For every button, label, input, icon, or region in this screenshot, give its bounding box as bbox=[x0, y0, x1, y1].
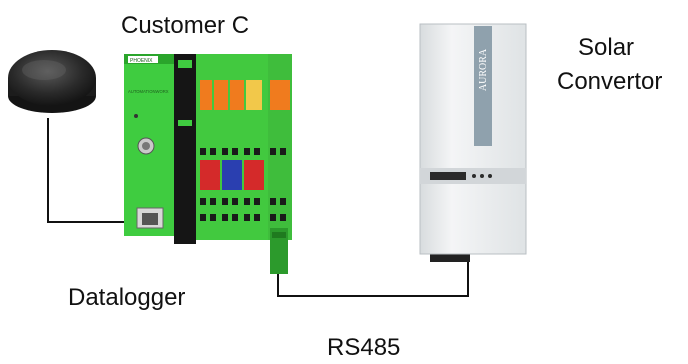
plc-datalogger-icon: PHOENIX AUTOMATIONWORX bbox=[124, 54, 292, 244]
sensor-cable bbox=[47, 118, 128, 223]
plc-model-text: AUTOMATIONWORX bbox=[128, 89, 169, 94]
inverter-brand-text: AURORA bbox=[478, 48, 489, 91]
plc-brand-text: PHOENIX bbox=[130, 58, 153, 64]
solar-convertor-label-line1: Solar bbox=[578, 34, 635, 61]
rs485-cable bbox=[277, 258, 469, 297]
solar-convertor-label-line2: Convertor bbox=[557, 68, 663, 95]
rs485-label: RS485 bbox=[327, 334, 401, 361]
rs485-connector-icon bbox=[270, 228, 288, 274]
solar-inverter-icon: AURORA bbox=[419, 23, 527, 262]
sensor-puck-icon bbox=[8, 50, 96, 113]
customer-label: Customer C bbox=[121, 12, 250, 39]
datalogger-label: Datalogger bbox=[68, 284, 186, 311]
